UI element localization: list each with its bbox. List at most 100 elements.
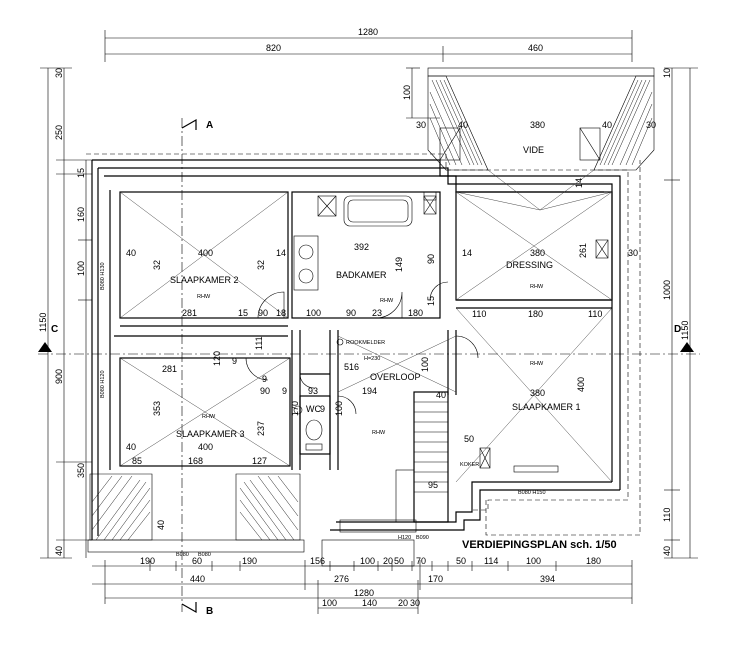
dim-text: 400: [576, 377, 586, 392]
dim-text: 194: [362, 386, 377, 396]
section-mark-c: C: [51, 324, 58, 335]
dim-text: 900: [54, 369, 64, 384]
left-dimensions: 30 250 15 160 100 1150 900 350 40: [38, 68, 86, 556]
window-tag: B080: [198, 552, 211, 558]
section-mark-labels: A B C D: [51, 120, 681, 617]
dim-text: 100: [526, 556, 541, 566]
dim-text: 111: [254, 336, 264, 350]
toilet: [305, 419, 323, 441]
dim-text: 90: [258, 308, 268, 318]
dim-text: 400: [198, 442, 213, 452]
dim-text: 440: [190, 574, 205, 584]
dim-text: 30: [410, 598, 420, 608]
dim-text: 250: [54, 125, 64, 140]
dim-text: 100: [76, 261, 86, 276]
roof-hatching: [87, 67, 655, 553]
window-tag: B090: [416, 535, 429, 541]
section-marker-c: [38, 342, 52, 352]
dim-text: 50: [394, 556, 404, 566]
bathtub: [343, 195, 413, 227]
dim-text: 93: [308, 386, 318, 396]
section-mark-d: D: [674, 324, 681, 335]
dim-text: 9: [282, 386, 287, 396]
dim-text: 281: [182, 308, 197, 318]
sink-1: [298, 244, 314, 260]
section-mark-b: B: [206, 606, 213, 617]
koker-note: KOKER: [460, 462, 479, 468]
dim-text: 14: [462, 248, 472, 258]
window-tags: B080 H130 B080 H120 B080 H150 B080 B080 …: [100, 262, 546, 558]
dim-text: 100: [402, 85, 412, 100]
dim-text: 140: [362, 598, 377, 608]
dim-text: 30: [54, 68, 64, 78]
dim-text: 1280: [354, 588, 374, 598]
dim-text: 237: [256, 421, 266, 436]
room-labels: SLAAPKAMER 2 BADKAMER DRESSING VIDE OVER…: [170, 145, 581, 439]
rhw-note: RHW: [530, 284, 544, 290]
dim-text: 30: [646, 120, 656, 130]
notes: RHW RHW RHW RHW RHW RHW ROOKMELDER H=230…: [197, 284, 544, 468]
fixtures: [293, 127, 609, 473]
right-dimensions: 10 1000 1150 110 40: [662, 68, 690, 556]
dim-text: 9: [320, 404, 325, 414]
dim-text: 100: [306, 308, 321, 318]
dim-text: 170: [290, 401, 300, 416]
rhw-note: RHW: [372, 430, 386, 436]
dim-text: 14: [276, 248, 286, 258]
bottom-dimensions: 190 60 190 156 100 20 50 70 50 114 100 1…: [140, 556, 601, 608]
dim-text: 15: [426, 296, 436, 306]
dim-text: 40: [458, 120, 468, 130]
exterior-walls: [86, 153, 641, 540]
dim-text: 281: [162, 364, 177, 374]
dim-text: 190: [242, 556, 257, 566]
window-tag: H120: [398, 535, 411, 541]
dim-text: 18: [276, 308, 286, 318]
dim-text: 100: [360, 556, 375, 566]
dim-text: 15: [238, 308, 248, 318]
dim-text: 276: [334, 574, 349, 584]
dim-text: 10: [662, 68, 672, 78]
dim-text: 40: [436, 390, 446, 400]
door-swings: [245, 281, 479, 415]
dim-text: 23: [372, 308, 382, 318]
room-label-overloop: OVERLOOP: [370, 372, 421, 382]
roof-diagonals: [119, 169, 613, 483]
dim-text: 516: [344, 362, 359, 372]
dim-text: 100: [334, 401, 344, 416]
height-note: H=230: [364, 356, 380, 362]
dim-text: 40: [126, 248, 136, 258]
room-label-wc: WC: [306, 404, 321, 414]
dim-text: 190: [140, 556, 155, 566]
dim-text: 90: [260, 386, 270, 396]
dim-text: 9: [232, 356, 237, 366]
dim-text: 9: [262, 374, 267, 384]
dim-text: 120: [212, 351, 222, 366]
dim-text: 127: [252, 456, 267, 466]
section-marker-d: [680, 342, 694, 352]
dim-text: 380: [530, 388, 545, 398]
dim-text: 20: [398, 598, 408, 608]
dim-text: 90: [426, 254, 436, 264]
rhw-note: RHW: [530, 361, 544, 367]
dim-text: 380: [530, 248, 545, 258]
dim-text: 114: [484, 556, 498, 566]
dim-text: 460: [528, 43, 543, 53]
dim-text: 156: [310, 556, 325, 566]
rhw-note: RHW: [197, 294, 211, 300]
dim-text: 110: [472, 309, 486, 319]
dim-text: 30: [628, 248, 638, 258]
room-label-dressing: DRESSING: [506, 260, 553, 270]
dim-text: 160: [76, 207, 86, 222]
dim-text: 20: [383, 556, 393, 566]
room-label-slaapkamer-1: SLAAPKAMER 1: [512, 402, 581, 412]
dim-text: 40: [54, 546, 64, 556]
room-label-slaapkamer-3: SLAAPKAMER 3: [176, 429, 245, 439]
section-lines: [38, 118, 700, 614]
window-tag: B080 H150: [518, 490, 546, 496]
dim-text: 95: [428, 480, 438, 490]
dim-text: 32: [152, 260, 162, 270]
staircase: [321, 391, 449, 567]
dim-text: 380: [530, 120, 545, 130]
dim-text: 350: [76, 463, 86, 478]
